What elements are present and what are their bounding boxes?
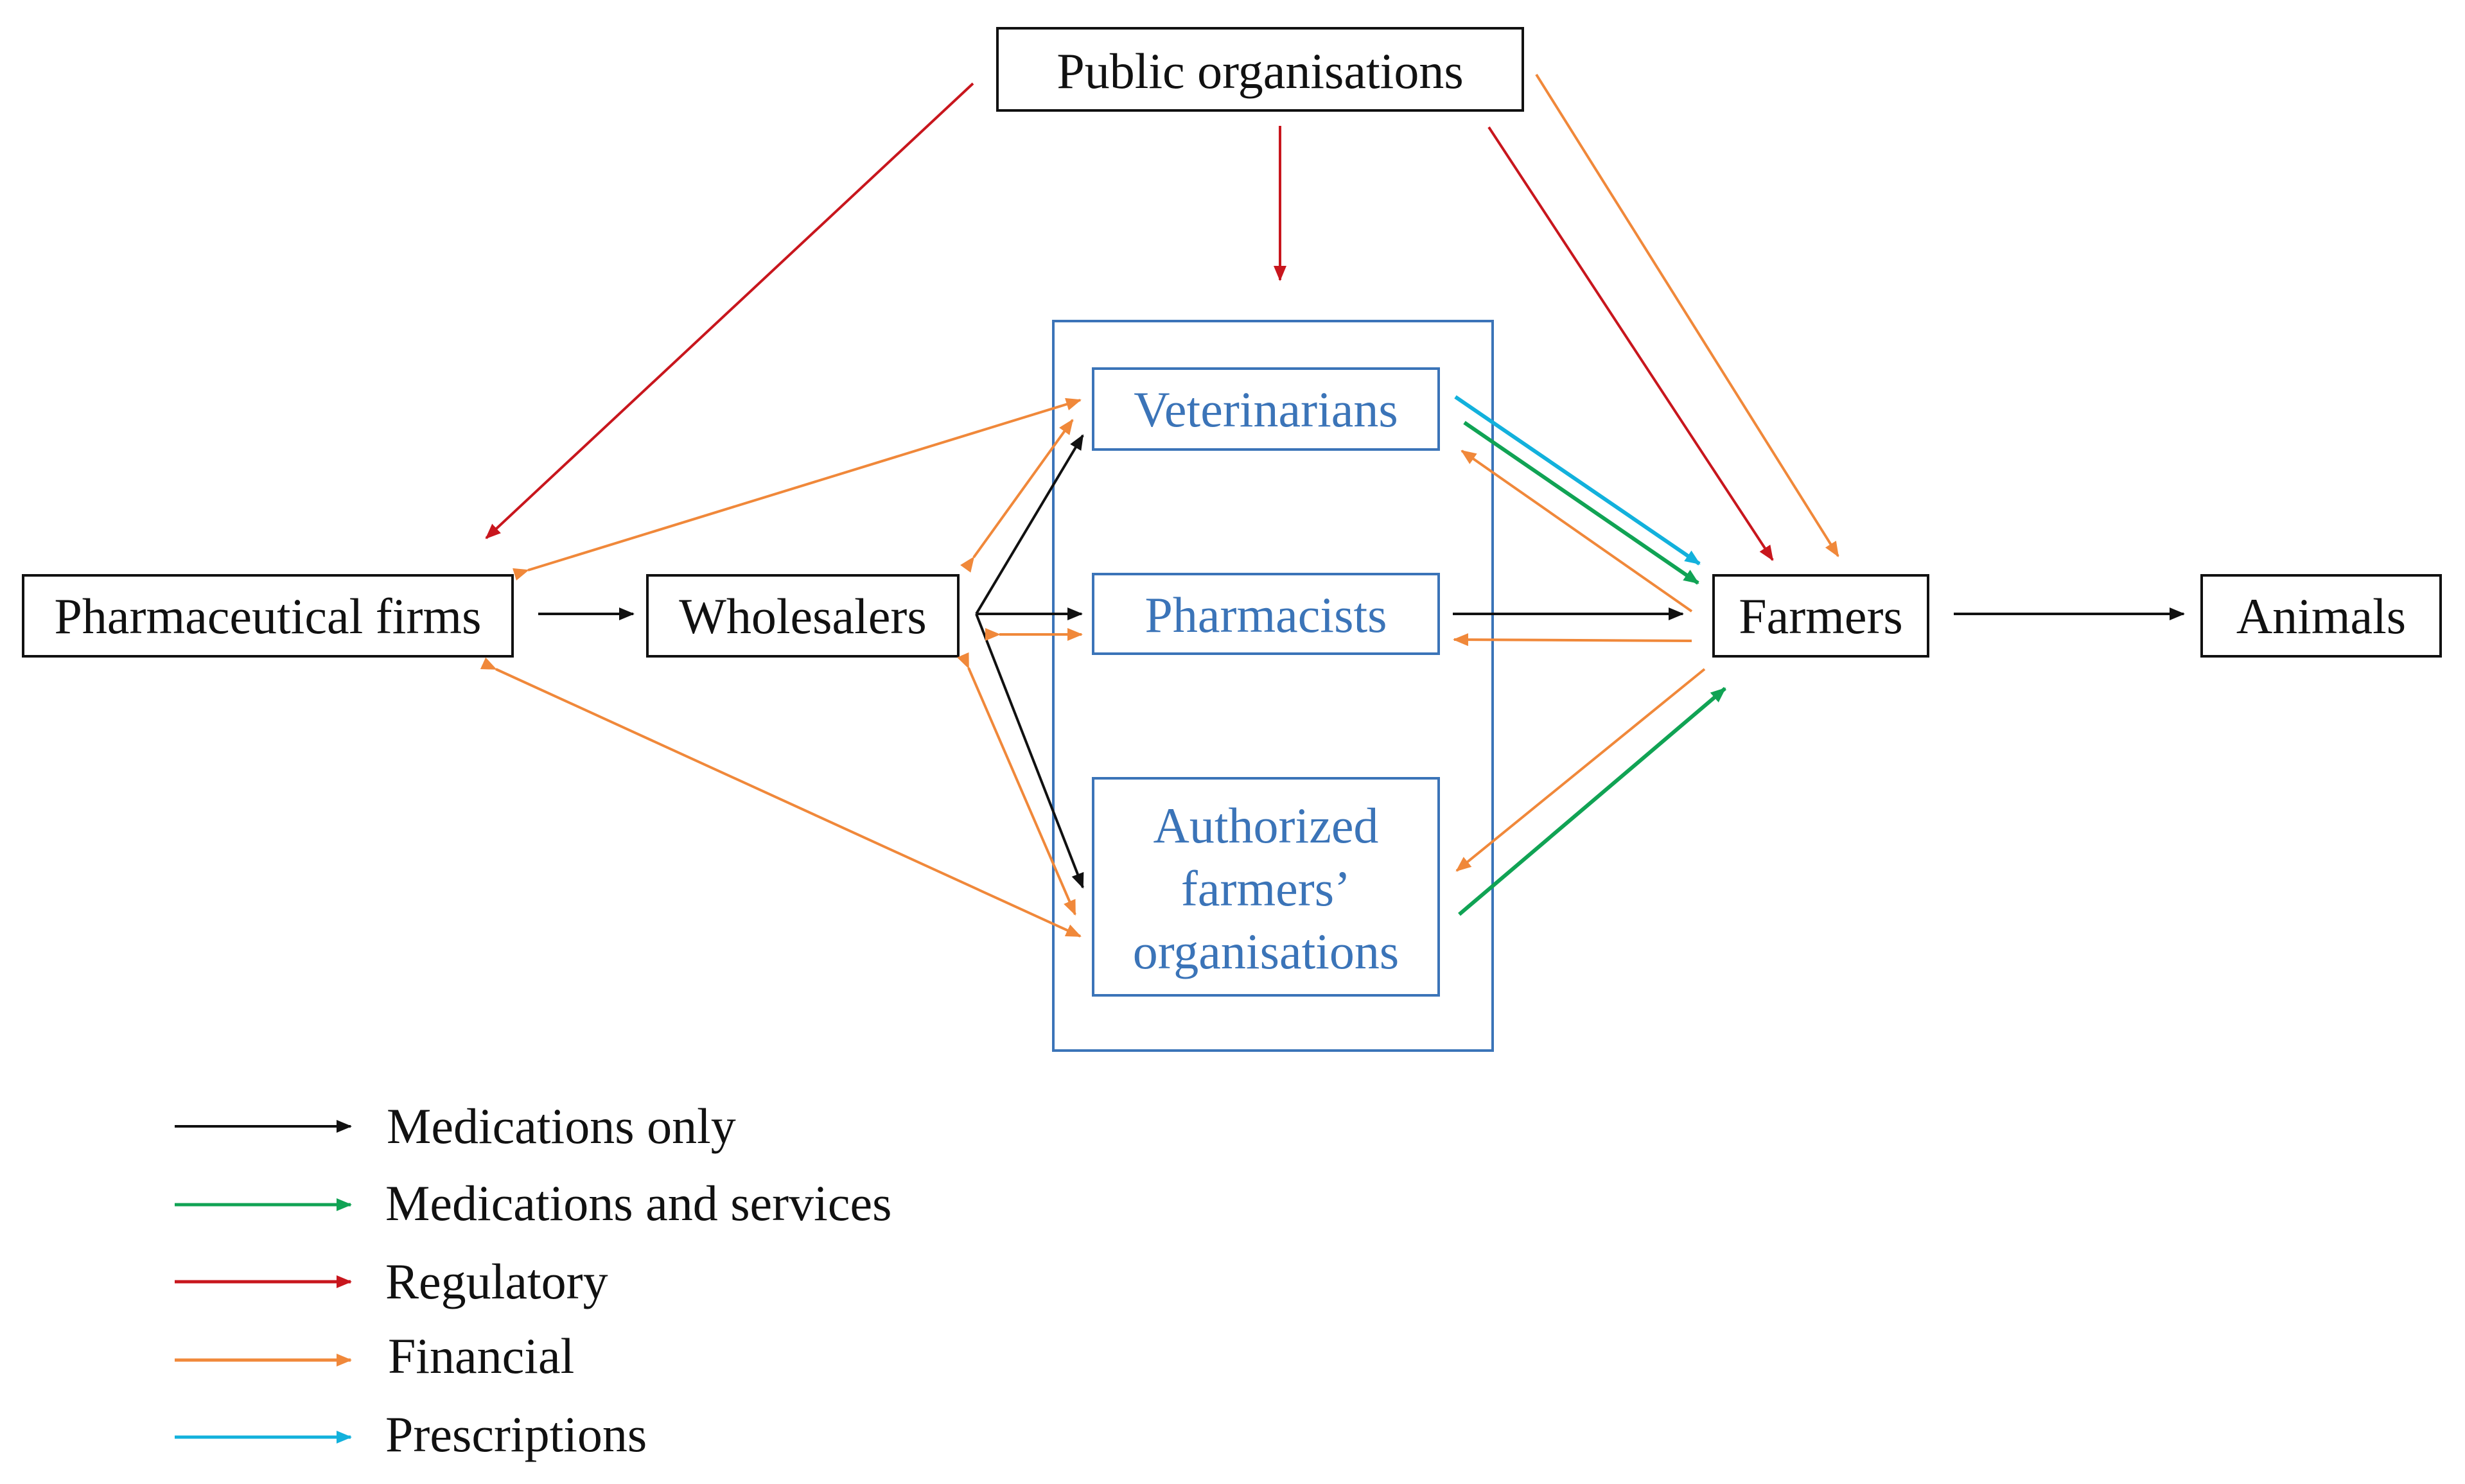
- arrow-farmers-to-pharmacists-financial: [1453, 633, 1692, 647]
- node-authorized-farmers-organisations: Authorized farmers’ organisations: [1092, 777, 1440, 997]
- veterinarians-label: Veterinarians: [1134, 381, 1398, 437]
- wholesalers-label: Wholesalers: [679, 588, 927, 644]
- arrow-public-to-farmers-financial: [1535, 73, 1839, 557]
- pharmacists-label: Pharmacists: [1145, 587, 1387, 643]
- legend-label-prescriptions: Prescriptions: [385, 1406, 647, 1462]
- legend-label-financial: Financial: [388, 1328, 574, 1384]
- public-organisations-label: Public organisations: [1057, 43, 1463, 99]
- arrow-pharma-veterinarians-financial: [513, 397, 1082, 581]
- node-pharmacists: Pharmacists: [1092, 573, 1440, 655]
- arrow-wholesalers-veterinarians-financial: [960, 419, 1074, 573]
- animals-label: Animals: [2236, 588, 2406, 644]
- arrow-veterinarians-to-farmers-prescriptions: [1454, 395, 1701, 566]
- arrow-public-to-pharma: [485, 82, 974, 539]
- arrow-wholesalers-to-afo: [975, 613, 1084, 889]
- financial-arrows: [480, 73, 1839, 938]
- medications-and-services-arrows: [1458, 421, 1726, 916]
- arrow-public-to-farmers: [1487, 126, 1774, 561]
- arrow-pharma-afo-financial: [480, 657, 1082, 938]
- legend: Medications only Medications and service…: [175, 1098, 891, 1462]
- legend-label-medications-only: Medications only: [387, 1098, 736, 1154]
- afo-label-line-1: Authorized: [1154, 798, 1379, 853]
- legend-item-regulatory: Regulatory: [175, 1253, 608, 1309]
- arrow-wholesalers-to-veterinarians: [975, 434, 1084, 615]
- afo-label-line-3: organisations: [1133, 923, 1399, 979]
- legend-item-financial: Financial: [175, 1328, 574, 1384]
- legend-item-medications-only: Medications only: [175, 1098, 736, 1154]
- arrow-veterinarians-to-farmers-services: [1463, 421, 1699, 585]
- legend-label-medications-and-services: Medications and services: [385, 1175, 891, 1231]
- legend-item-medications-and-services: Medications and services: [175, 1175, 891, 1231]
- arrow-farmers-to-afo-financial: [1455, 668, 1706, 872]
- afo-label-line-2: farmers’: [1181, 860, 1351, 916]
- node-pharmaceutical-firms: Pharmaceutical firms: [22, 574, 514, 658]
- arrow-afo-to-farmers-services: [1458, 686, 1726, 916]
- legend-label-regulatory: Regulatory: [385, 1253, 608, 1309]
- arrow-wholesalers-afo-financial: [957, 652, 1076, 916]
- arrow-farmers-to-veterinarians-financial: [1461, 450, 1693, 613]
- node-farmers: Farmers: [1712, 574, 1929, 658]
- prescriptions-arrows: [1454, 395, 1701, 566]
- pharmaceutical-firms-label: Pharmaceutical firms: [55, 588, 482, 644]
- node-veterinarians: Veterinarians: [1092, 367, 1440, 451]
- farmers-label: Farmers: [1739, 588, 1903, 644]
- node-wholesalers: Wholesalers: [646, 574, 960, 658]
- node-public-organisations: Public organisations: [996, 27, 1524, 112]
- node-animals: Animals: [2200, 574, 2442, 658]
- legend-item-prescriptions: Prescriptions: [175, 1406, 647, 1462]
